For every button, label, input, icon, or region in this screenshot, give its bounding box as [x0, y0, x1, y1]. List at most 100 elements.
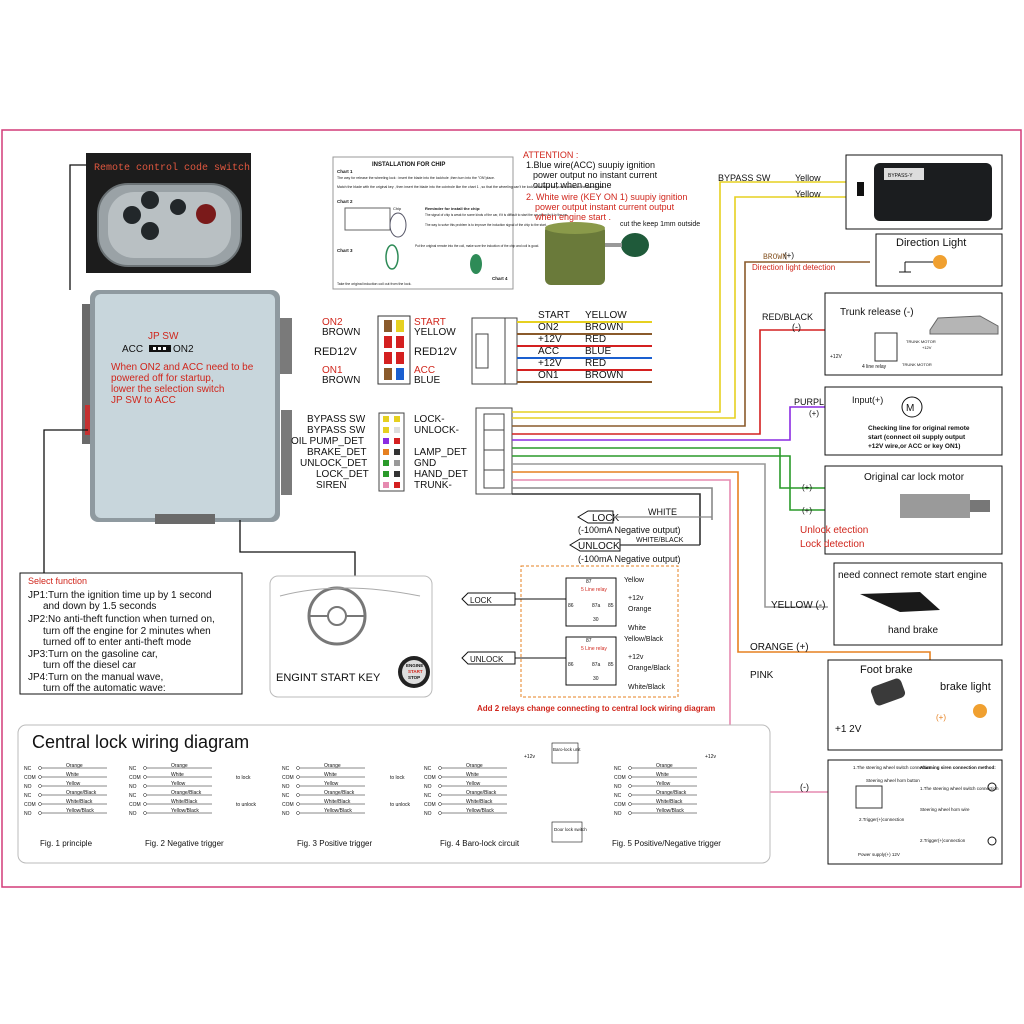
module-note-3: lower the selection switch: [111, 384, 224, 395]
purple-sign: (+): [809, 409, 819, 418]
chip-c3-text: Put the original remote into the coil, m…: [415, 244, 539, 248]
chip-rem-text: The signal of chip is weak for some kind…: [425, 213, 568, 217]
power-wires: START YELLOW ON2 BROWN +12V RED ACC BLUE…: [517, 310, 652, 383]
siren-minus: (-): [800, 782, 809, 792]
lock-outputs: LOCK WHITE (-100mA Negative output) UNLO…: [569, 507, 712, 564]
hand-brake-label: hand brake: [888, 625, 938, 636]
fig4-12v: +12v: [524, 754, 535, 760]
chip-rem-text2: The way to solve this problem is to impr…: [425, 223, 547, 227]
conn-red12v-right: RED12V: [414, 346, 457, 358]
fig1-terminal: [38, 784, 42, 788]
conn-on2: ON2: [322, 317, 343, 328]
relay1-30: 30: [593, 617, 599, 623]
unlock-output-neg: (-100mA Negative output): [578, 554, 681, 564]
fig3-caption: Fig. 3 Positive trigger: [297, 839, 372, 848]
select-line-7: turn off the diesel car: [43, 660, 137, 671]
fig1-wire: White: [66, 772, 79, 778]
fig2-pin: COM: [129, 775, 141, 781]
fig1-wire: Orange/Black: [66, 790, 97, 796]
chip-chip: Chip: [393, 206, 402, 211]
fig4-terminal: [438, 793, 442, 797]
trunk-motor-12v: +12V: [922, 345, 932, 350]
fig1-terminal: [38, 802, 42, 806]
yellow-minus-label: YELLOW (-): [771, 600, 825, 611]
fig5-pin: NC: [614, 766, 622, 772]
main-right-2: LAMP_DET: [414, 447, 467, 458]
fig3-terminal: [296, 784, 300, 788]
conn-brown-1: BROWN: [322, 327, 360, 338]
main-connector: BYPASS SW BYPASS SW OIL PUMP_DET BRAKE_D…: [291, 407, 513, 495]
fig2-caption: Fig. 2 Negative trigger: [145, 839, 224, 848]
module-note-2: powered off for startup,: [111, 373, 214, 384]
fig5-wire: Orange: [656, 763, 673, 769]
attention-line-6: when engine start .: [534, 212, 611, 222]
module-note-4: JP SW to ACC: [111, 395, 176, 406]
chip-installation-panel: INSTALLATION FOR CHIP Chart 1 The way fo…: [332, 156, 605, 290]
fig2-wire: White: [171, 772, 184, 778]
unlock-output-label: UNLOCK: [578, 541, 620, 552]
fig3-wire: White/Black: [324, 799, 351, 805]
fig3-wire: Orange/Black: [324, 790, 355, 796]
fig1-caption: Fig. 1 principle: [40, 839, 93, 848]
bypass-sw-label: BYPASS SW: [718, 173, 771, 183]
cut-keep-label: cut the keep 1mm outside: [620, 221, 700, 228]
fig1-terminal: [38, 793, 42, 797]
fig2-pin: NO: [129, 811, 137, 817]
fig1-pin: COM: [24, 775, 36, 781]
attention-title: ATTENTION :: [523, 150, 578, 160]
chip-bottom: Take the original induction coil out fro…: [337, 282, 412, 286]
select-line-2: and down by 1.5 seconds: [43, 601, 156, 612]
chip-reminder: Reminder for install the chip:: [425, 206, 480, 211]
fig5-12v: +12v: [705, 754, 716, 760]
check-line-2: start (connect oil supply output: [868, 434, 966, 441]
relay2-85: 85: [608, 662, 614, 668]
fig4-pin: NO: [424, 811, 432, 817]
start-engine-text: ENGINE: [406, 663, 423, 668]
fig2-pin: NO: [129, 784, 137, 790]
relay-diagram: LOCK 87 5 Line relay 86 87a 85 30 Yellow…: [461, 565, 715, 713]
orange-plus-label: ORANGE (+): [750, 642, 809, 653]
page-frame: [1, 129, 1022, 888]
relay-unlock-input: UNLOCK: [470, 655, 504, 664]
module-note-1: When ON2 and ACC need to be: [111, 362, 254, 373]
fig1-terminal: [38, 766, 42, 770]
lock-button-icon: [123, 206, 141, 224]
on2-label: ON2: [173, 344, 194, 355]
main-left-6: SIREN: [316, 480, 347, 491]
option2-radio-icon: [987, 836, 997, 846]
relay1-yellow: Yellow: [624, 577, 645, 584]
chip-chart1: Chart 1: [337, 169, 353, 174]
lock-actuator-icon: [900, 494, 970, 518]
module-links: [43, 164, 356, 576]
hand-brake-box: YELLOW (-) need connect remote start eng…: [771, 562, 1003, 646]
foot-brake-label: Foot brake: [860, 664, 913, 676]
fig3-wire: White: [324, 772, 337, 778]
trunk-release-box: RED/BLACK (-) Trunk release (-) +12V TRU…: [762, 292, 1003, 376]
key-fob-icon: [621, 233, 649, 257]
relay-caption: Add 2 relays change connecting to centra…: [477, 704, 715, 713]
main-left-0: BYPASS SW: [307, 414, 366, 425]
purple-label: PURPLE: [794, 397, 830, 407]
fig3-terminal: [296, 802, 300, 806]
select-line-8: JP4:Turn on the manual wave,: [28, 672, 163, 683]
trunk-motor-label: TRUNK MOTOR: [906, 339, 936, 344]
door-switch-label: Door lock switch: [554, 827, 587, 832]
relay1-85: 85: [608, 603, 614, 609]
fig2-pin: NC: [129, 793, 137, 799]
fig5-pin: NO: [614, 811, 622, 817]
attention-line-2: power output no instant current: [533, 170, 658, 180]
lock-plus-1: (+): [802, 483, 812, 492]
wire-acc-color: BLUE: [585, 346, 611, 357]
fig2-to-unlock: to unlock: [236, 802, 257, 808]
fig1-terminal: [38, 811, 42, 815]
trunk-motor-label-2: TRUNK MOTOR: [902, 362, 932, 367]
baro-unit-label: Baro-lock unit: [553, 747, 581, 752]
main-left-4: UNLOCK_DET: [300, 458, 367, 469]
fig2-terminal: [143, 811, 147, 815]
relay2-whiteblack: White/Black: [628, 684, 665, 691]
lock-plus-2: (+): [802, 506, 812, 515]
fig3-pin: NC: [282, 793, 290, 799]
attention-line-1: 1.Blue wire(ACC) suupiy ignition: [526, 160, 655, 170]
wire-on1-color: BROWN: [585, 370, 623, 381]
bypass-box: BYPASS SW Yellow Yellow BYPASS-Y: [718, 154, 1003, 230]
